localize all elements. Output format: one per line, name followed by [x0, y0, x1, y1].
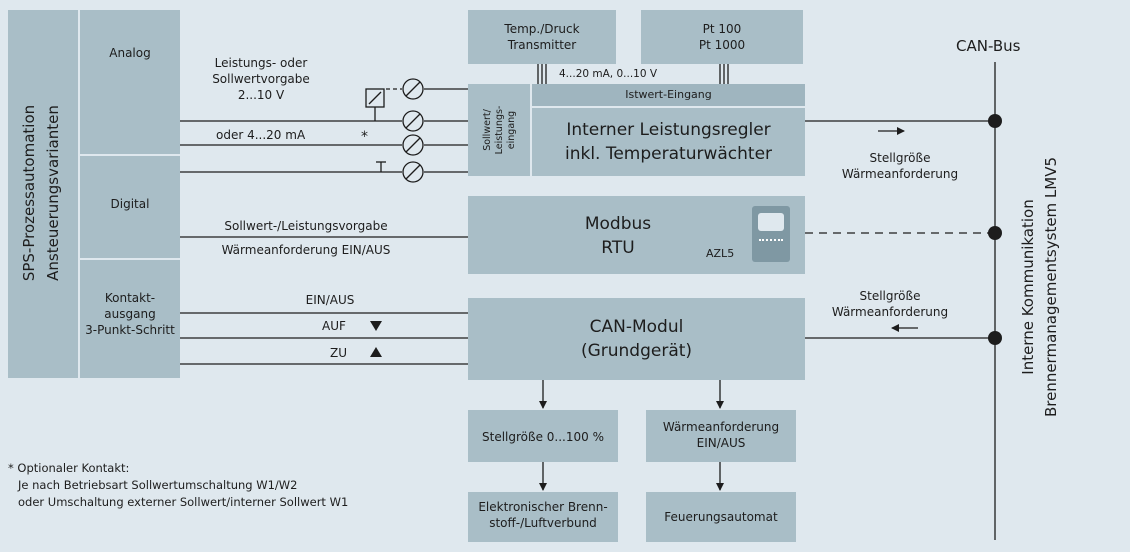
waerme-box: Wärmeanforderung EIN/AUS	[646, 410, 796, 462]
footnote-line1: * Optionaler Kontakt:	[8, 461, 130, 475]
bus-node-dot	[988, 226, 1002, 240]
istwert-label: Istwert-Eingang	[625, 88, 712, 101]
sollwert-input-label: Sollwert/ Leistungs- eingang	[482, 84, 518, 176]
digital-label: Digital	[110, 197, 150, 211]
brenn-line1: Elektronischer Brenn-	[478, 500, 608, 514]
terminal-icon	[402, 110, 424, 132]
bus-node-dot	[988, 331, 1002, 345]
contact-label: Kontakt- ausgang 3-Punkt-Schritt	[80, 290, 180, 339]
modbus-line1: Modbus	[584, 214, 652, 234]
leistung-line2: Sollwertvorgabe	[212, 72, 310, 87]
down-triangle-icon	[370, 321, 382, 331]
pt-sensor-box: Pt 100 Pt 1000	[641, 10, 803, 64]
temp-line1: Temp./Druck	[504, 22, 580, 36]
intern-label: Interne Kommunikation Brennermanagements…	[1017, 127, 1067, 447]
sollwert-in-line3: eingang	[506, 110, 517, 150]
can-module-block: CAN-Modul (Grundgerät)	[468, 298, 805, 380]
terminal-icon	[402, 78, 424, 100]
modbus-block: Modbus RTU AZL5	[468, 196, 805, 274]
stellgroesse-range-label: Stellgröße 0...100 %	[482, 430, 604, 444]
contact-label-line3: 3-Punkt-Schritt	[85, 323, 175, 338]
regler-line1: Interner Leistungsregler	[566, 120, 771, 140]
contact-label-line2: ausgang	[104, 307, 156, 322]
footnote-line2: Je nach Betriebsart Sollwertumschaltung …	[18, 478, 298, 492]
footnote: * Optionaler Kontakt: Je nach Betriebsar…	[8, 460, 348, 511]
up-triangle-icon	[370, 347, 382, 357]
analog-box: Analog	[80, 10, 180, 154]
asterisk-mark: *	[361, 129, 368, 145]
terminal-icon	[402, 161, 424, 183]
can-bus-label: CAN-Bus	[956, 37, 1021, 55]
bus-node-dot	[988, 114, 1002, 128]
regler-title: Interner Leistungsregler inkl. Temperatu…	[532, 118, 805, 166]
stell2-line2: Wärmeanforderung	[831, 305, 949, 320]
feuerung-label: Feuerungsautomat	[664, 510, 778, 524]
istwert-header: Istwert-Eingang	[532, 84, 805, 108]
sps-panel	[8, 10, 78, 378]
oder-ma-label: oder 4...20 mA	[216, 128, 306, 142]
temp-line2: Transmitter	[507, 38, 577, 53]
regler-divider	[530, 84, 532, 176]
sollwert-in-line1: Sollwert/	[482, 109, 493, 151]
stellgroesse-box: Stellgröße 0...100 %	[468, 410, 618, 462]
stell1-line1: Stellgröße	[869, 151, 931, 165]
pt-line1: Pt 100	[702, 22, 742, 36]
can-module-line1: CAN-Modul	[589, 317, 684, 337]
stellgroesse-label-bottom: Stellgröße Wärmeanforderung	[820, 288, 960, 320]
footnote-line3: oder Umschaltung externer Sollwert/inter…	[18, 495, 349, 509]
pt-line2: Pt 1000	[698, 38, 746, 53]
digital-box: Digital	[80, 156, 180, 258]
sollwert-leistung-label: Sollwert-/Leistungsvorgabe	[224, 219, 388, 233]
stell2-line1: Stellgröße	[859, 289, 921, 303]
analog-label: Analog	[109, 46, 151, 60]
leistung-line1: Leistungs- oder	[214, 56, 308, 70]
waerme-ein-aus-label: Wärmeanforderung EIN/AUS	[221, 243, 391, 257]
sollwert-in-line2: Leistungs-	[494, 105, 505, 155]
intern-line1: Interne Kommunikation	[1019, 199, 1037, 375]
brenn-line2: stoff-/Luftverbund	[489, 516, 597, 531]
temp-transmitter-box: Temp./Druck Transmitter	[468, 10, 616, 64]
contact-box: Kontakt- ausgang 3-Punkt-Schritt	[80, 260, 180, 378]
stellgroesse-label-top: Stellgröße Wärmeanforderung	[830, 150, 970, 182]
ma-v-label: 4...20 mA, 0...10 V	[559, 68, 658, 80]
azl5-device-icon	[752, 206, 790, 262]
sps-title-line1: SPS-Prozessautomation	[20, 104, 38, 282]
terminal-icon	[402, 134, 424, 156]
zu-label: ZU	[330, 346, 348, 360]
feuerung-box: Feuerungsautomat	[646, 492, 796, 542]
leistung-label: Leistungs- oder Sollwertvorgabe 2...10 V	[196, 55, 326, 104]
modbus-line2: RTU	[601, 238, 635, 258]
regler-line2: inkl. Temperaturwächter	[564, 144, 773, 164]
stell1-line2: Wärmeanforderung	[841, 167, 959, 182]
intern-line2: Brennermanagementsystem LMV5	[1042, 156, 1060, 418]
auf-label: AUF	[322, 319, 346, 333]
sps-title: SPS-Prozessautomation Ansteuerungsvarian…	[17, 8, 71, 378]
ein-aus-label: EIN/AUS	[305, 293, 355, 307]
azl5-label: AZL5	[706, 247, 735, 260]
can-module-line2: (Grundgerät)	[580, 341, 693, 361]
waerme-line1: Wärmeanforderung	[662, 420, 780, 434]
contact-label-line1: Kontakt-	[104, 291, 156, 305]
leistung-line3: 2...10 V	[237, 88, 285, 103]
waerme-line2: EIN/AUS	[696, 436, 746, 451]
sps-title-line2: Ansteuerungsvarianten	[44, 105, 62, 281]
brennstoff-box: Elektronischer Brenn- stoff-/Luftverbund	[468, 492, 618, 542]
